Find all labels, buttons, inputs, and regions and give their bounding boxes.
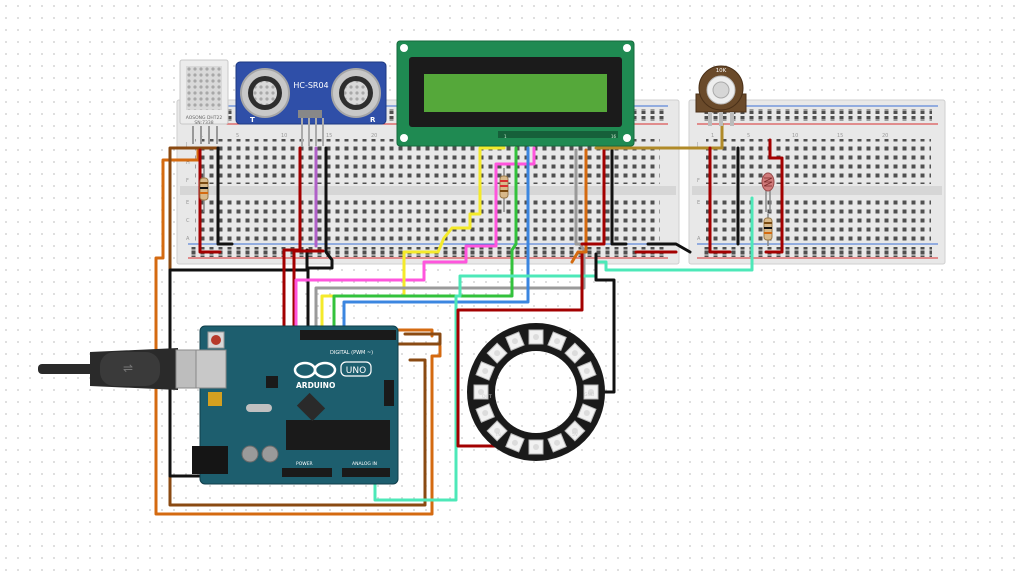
resistor-ldr[interactable] [763,214,773,246]
col-label: 5 [236,133,239,139]
resistor-dht[interactable] [199,168,209,212]
wires [154,122,784,516]
led-pixel-lens [478,389,484,395]
wire-black[interactable] [610,148,628,246]
resistor-lcd[interactable] [499,168,509,212]
wire-black[interactable] [216,146,234,246]
led-pixel-lens [554,338,561,345]
row-letter: A [697,236,701,242]
lcd-pin-label: 1 [504,134,507,139]
wire-pink[interactable] [294,146,536,344]
col-label: 15 [837,133,843,139]
led-pixel-lens [588,389,594,395]
led-pixel-lens [533,444,539,450]
sensor-part-text: AOSONG DHT22 [186,115,223,121]
wire-red[interactable] [708,146,732,254]
col-label: 10 [281,133,287,139]
wire-grey[interactable] [314,148,586,334]
led-pixel-lens [583,410,590,417]
row-letter: H [186,160,190,166]
ring-label-gnd: GND [584,392,595,398]
row-letter: F [186,178,189,184]
wire-black[interactable] [594,252,616,394]
ultrasonic-sensor[interactable]: HC-SR04 T R [235,61,387,146]
neopixel-ring[interactable]: OUT GND 5V IN [467,323,605,461]
potentiometer[interactable]: 10K [695,65,747,126]
col-label: 10 [792,133,798,139]
arduino-uno[interactable]: DIGITAL (PWM ~) ARDUINO UNO ANALOG IN PO… [192,325,399,485]
arduino-brand: ARDUINO [296,381,335,390]
dht22-sensor[interactable]: AOSONG DHT22 SN:7338 [179,59,229,144]
potentiometer-value: 10K [716,68,727,74]
breadboard-right: J F E A 1 5 10 15 20 [688,99,946,265]
power-label: POWER [296,461,313,467]
ultrasonic-r-mark: R [370,116,376,124]
wire-black[interactable] [646,242,692,254]
led-pixel-lens [494,427,501,434]
lcd-display[interactable]: 1 16 [396,40,635,147]
ring-label-out: OUT [482,394,492,400]
row-letter: A [186,236,190,242]
photoresistor[interactable] [761,172,775,212]
ultrasonic-t-mark: T [250,116,255,124]
wire-red[interactable] [580,146,606,246]
led-pixels [473,329,599,455]
led-pixel-lens [511,439,518,446]
col-label: 1 [711,133,714,139]
wire-blue[interactable] [342,146,530,334]
usb-icon: ⇌ [123,361,133,375]
col-label: 20 [882,133,888,139]
wire-black[interactable] [306,146,334,328]
row-letter: F [697,178,700,184]
row-letter: C [186,218,190,224]
led-pixel-lens [494,350,501,357]
sensor-part-text-2: SN:7338 [194,120,213,126]
row-letter: E [186,200,189,206]
wire-green[interactable] [332,146,518,334]
col-label: 20 [371,133,377,139]
wire-brown[interactable] [168,146,427,507]
row-letter: J [696,142,698,148]
usb-cable[interactable]: ⇌ [38,348,205,390]
led-pixel-lens [583,367,590,374]
wire-gold[interactable] [594,122,724,150]
wire-orange[interactable] [570,148,588,264]
col-label: 15 [326,133,332,139]
wire-red[interactable] [764,138,784,254]
led-pixel-lens [482,410,489,417]
lcd-pin-label: 16 [611,134,617,139]
led-pixel-lens [533,334,539,340]
ring-label-vcc: 5V [572,432,579,438]
ultrasonic-model: HC-SR04 [293,81,328,90]
led-pixel-lens [571,427,578,434]
row-letter: J [185,142,187,148]
arduino-model: UNO [346,366,366,376]
led-pixel-lens [571,350,578,357]
col-label: 5 [747,133,750,139]
analog-label: ANALOG IN [352,461,377,467]
led-pixel-lens [482,367,489,374]
digital-label: DIGITAL (PWM ~) [330,350,373,356]
led-pixel-lens [511,338,518,345]
row-letter: E [697,200,700,206]
wire-teal[interactable] [373,196,754,502]
led-pixel-lens [554,439,561,446]
ring-label-in: IN [496,432,501,438]
